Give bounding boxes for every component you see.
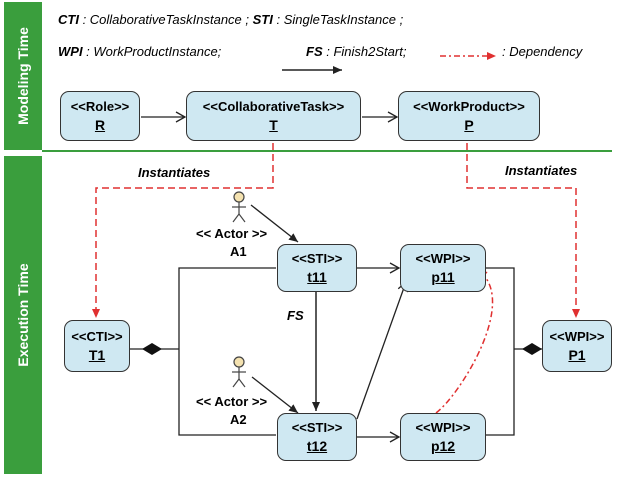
sti-t11-id: t11	[307, 269, 327, 285]
wpi-p1-stereotype: <<WPI>>	[549, 329, 605, 344]
product-id: P	[464, 117, 474, 133]
t12-to-p11-flow	[356, 280, 409, 420]
cti-stereotype: <<CTI>>	[71, 329, 123, 344]
sti-t12-stereotype: <<STI>>	[291, 420, 343, 435]
wpi-p11-stereotype: <<WPI>>	[415, 251, 471, 266]
cti-composition-diamond	[142, 343, 162, 355]
actor2-to-t12-arrow	[251, 376, 299, 414]
legend-line-1: CTI : CollaborativeTaskInstance ; STI : …	[58, 12, 403, 27]
actor1-stereotype: << Actor >>	[196, 226, 268, 241]
task-id: T	[269, 117, 278, 133]
role-id: R	[94, 117, 106, 133]
legend-fs: FS : Finish2Start;	[306, 44, 406, 59]
sti-t11-box[interactable]: <<STI>> t11	[277, 244, 357, 292]
legend-cti-abbr: CTI	[58, 12, 79, 27]
fs-relation-label: FS	[287, 308, 304, 323]
legend-sti-desc: : SingleTaskInstance ;	[272, 12, 404, 27]
legend-wpi: WPI : WorkProductInstance;	[58, 44, 221, 59]
product-stereotype: <<WorkProduct>>	[413, 99, 525, 114]
wpi-p12-id: p12	[430, 438, 456, 454]
wpi-p12-stereotype: <<WPI>>	[415, 420, 471, 435]
sti-t12-box[interactable]: <<STI>> t12	[277, 413, 357, 461]
actor2-figure	[232, 356, 246, 388]
instantiates-left-label: Instantiates	[138, 165, 211, 180]
collaborative-task-box[interactable]: <<CollaborativeTask>> T	[186, 91, 361, 141]
legend-wpi-desc: : WorkProductInstance;	[82, 44, 222, 59]
wpi-composition-diamond	[522, 343, 542, 355]
execution-time-band: Execution Time	[4, 156, 42, 474]
instantiates-right-label: Instantiates	[505, 163, 578, 178]
wpi-p1-id: P1	[568, 347, 586, 363]
task-stereotype: <<CollaborativeTask>>	[202, 99, 345, 114]
instantiates-left-link	[92, 143, 274, 318]
legend-sti-abbr: STI	[252, 12, 273, 27]
legend-fs-desc: : Finish2Start;	[322, 44, 407, 59]
cti-composition-lines	[178, 267, 276, 436]
modeling-time-band: Modeling Time	[4, 2, 42, 150]
wpi-p1-box[interactable]: <<WPI>> P1	[542, 320, 612, 372]
actor1-figure	[232, 191, 246, 223]
wpi-composition-lines	[486, 267, 515, 436]
legend-cti-desc: : CollaborativeTaskInstance ;	[78, 12, 253, 27]
sti-t12-id: t12	[306, 438, 328, 454]
legend-dependency: : Dependency	[502, 44, 583, 59]
instantiates-right-link	[466, 143, 580, 318]
actor1-id: A1	[230, 244, 247, 259]
legend-fs-abbr: FS	[306, 44, 323, 59]
wpi-p11-id: p11	[431, 269, 455, 285]
wpi-p12-box[interactable]: <<WPI>> p12	[400, 413, 486, 461]
phase-divider	[42, 150, 612, 152]
role-stereotype: <<Role>>	[70, 99, 130, 114]
legend-wpi-abbr: WPI	[58, 44, 83, 59]
actor1-to-t11-arrow	[250, 204, 299, 243]
cti-box[interactable]: <<CTI>> T1	[64, 320, 130, 372]
cti-id: T1	[88, 347, 106, 363]
actor2-id: A2	[230, 412, 247, 427]
wpi-p11-box[interactable]: <<WPI>> p11	[400, 244, 486, 292]
actor2-stereotype: << Actor >>	[196, 394, 268, 409]
work-product-box[interactable]: <<WorkProduct>> P	[398, 91, 540, 141]
sti-t11-stereotype: <<STI>>	[291, 251, 343, 266]
role-box[interactable]: <<Role>> R	[60, 91, 140, 141]
